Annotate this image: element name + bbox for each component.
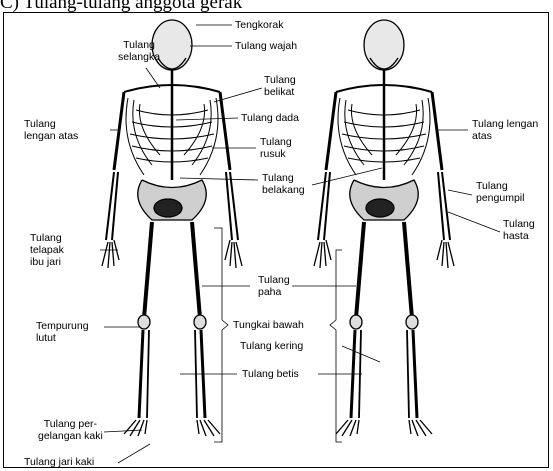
label-line: telapak bbox=[30, 244, 64, 256]
label-tulang-wajah: Tulang wajah bbox=[235, 40, 297, 52]
label-line: paha bbox=[258, 286, 290, 298]
label-line: Tulang bbox=[30, 232, 64, 244]
label-tungkai-bawah: Tungkai bawah bbox=[233, 319, 304, 331]
label-line: Tulang bbox=[118, 39, 160, 51]
label-tulang-belakang: Tulang belakang bbox=[262, 172, 305, 196]
label-tulang-selangka: Tulang selangka bbox=[118, 39, 160, 63]
label-line: Tempurung bbox=[36, 320, 89, 332]
label-tulang-belikat: Tulang belikat bbox=[264, 74, 296, 98]
label-tulang-rusuk: Tulang rusuk bbox=[260, 136, 292, 160]
label-tulang-paha: Tulang paha bbox=[258, 274, 290, 298]
label-line: atas bbox=[472, 130, 538, 142]
label-tulang-hasta: Tulang hasta bbox=[503, 218, 535, 242]
label-tengkorak: Tengkorak bbox=[235, 19, 283, 31]
label-tulang-kering: Tulang kering bbox=[240, 340, 303, 352]
label-tulang-dada: Tulang dada bbox=[241, 112, 299, 124]
label-line: Tulang bbox=[260, 136, 292, 148]
label-line: rusuk bbox=[260, 148, 292, 160]
label-tempurung-lutut: Tempurung lutut bbox=[36, 320, 89, 344]
label-line: Tulang lengan bbox=[472, 118, 538, 130]
label-line: pengumpil bbox=[476, 192, 524, 204]
label-line: belakang bbox=[262, 184, 305, 196]
label-line: Tulang bbox=[262, 172, 305, 184]
label-line: Tulang bbox=[476, 180, 524, 192]
label-line: gelangan kaki bbox=[38, 430, 103, 442]
label-line: Tulang bbox=[258, 274, 290, 286]
label-tulang-telapak-ibu-jari: Tulang telapak ibu jari bbox=[30, 232, 64, 268]
label-line: hasta bbox=[503, 230, 535, 242]
label-line: lengan atas bbox=[24, 130, 78, 142]
label-line: Tulang bbox=[264, 74, 296, 86]
label-line: belikat bbox=[264, 86, 296, 98]
label-tulang-lengan-atas-right: Tulang lengan atas bbox=[472, 118, 538, 142]
label-tulang-jari-kaki: Tulang jari kaki bbox=[24, 456, 94, 468]
label-line: Tulang bbox=[24, 118, 78, 130]
label-line: lutut bbox=[36, 332, 89, 344]
label-tulang-lengan-atas-left: Tulang lengan atas bbox=[24, 118, 78, 142]
label-tulang-pergelangan-kaki: Tulang per- gelangan kaki bbox=[38, 418, 103, 442]
label-line: ibu jari bbox=[30, 256, 64, 268]
label-line: selangka bbox=[118, 51, 160, 63]
label-tulang-pengumpil: Tulang pengumpil bbox=[476, 180, 524, 204]
label-line: Tulang per- bbox=[38, 418, 103, 430]
label-line: Tulang bbox=[503, 218, 535, 230]
label-tulang-betis: Tulang betis bbox=[242, 368, 299, 380]
